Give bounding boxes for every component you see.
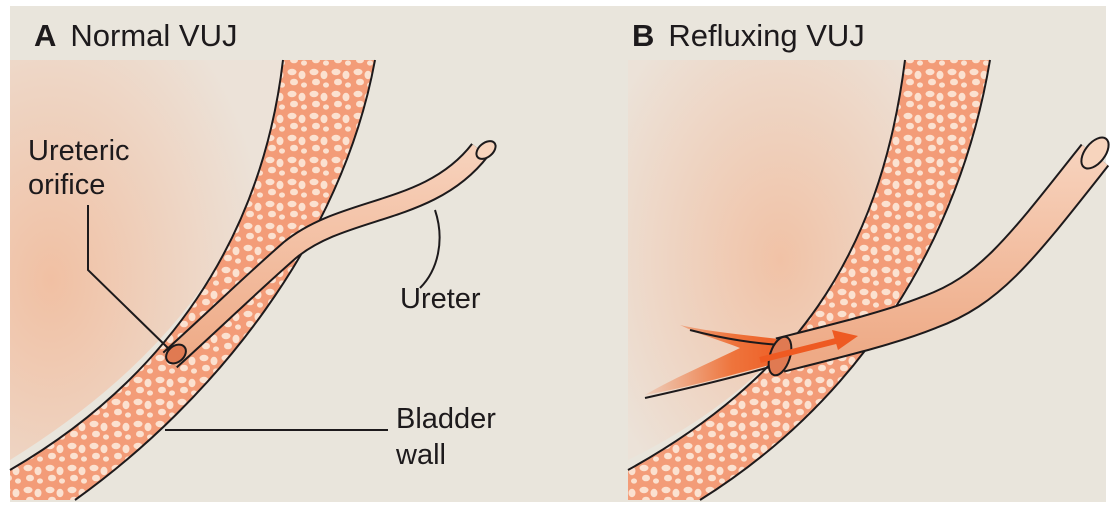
ureteric-orifice-label-line2: orifice (28, 169, 105, 201)
bladder-wall-label-line1: Bladder (396, 403, 496, 435)
ureter-b-cut-end (1080, 136, 1110, 170)
ureteric-orifice-leader (87, 205, 171, 351)
panel-a-letter: A (34, 18, 56, 53)
wall-inner-edge-b (627, 59, 906, 471)
panel-a-title: A Normal VUJ (34, 18, 237, 53)
bladder-wall (10, 60, 375, 500)
panel-a-title-text: Normal VUJ (70, 18, 237, 53)
reflux-arrow-shaft (759, 337, 841, 363)
bladder-interior-b (628, 60, 905, 460)
ureter-label: Ureter (400, 283, 481, 315)
bladder-interior (10, 60, 283, 460)
reflux-plume-lower-edge (644, 363, 781, 399)
ureter (163, 144, 488, 367)
ureteric-orifice-label-line1: Ureteric (28, 135, 130, 167)
ureteric-orifice (165, 343, 187, 365)
wall-inner-edge (9, 59, 284, 471)
panel-b-title-text: Refluxing VUJ (668, 18, 864, 53)
panel-b-title: B Refluxing VUJ (632, 18, 865, 53)
reflux-arrow-head (832, 330, 858, 350)
panel-a: A Normal VUJ Ureteric orifice Ureter Blad… (9, 18, 497, 501)
bladder-wall-b (628, 60, 990, 500)
ureter-leader (419, 209, 441, 289)
panel-b: B Refluxing VUJ (627, 18, 1110, 501)
ureter-cut-end (475, 140, 497, 160)
wall-outer-edge (74, 59, 376, 501)
bladder-wall-label-line2: wall (395, 439, 446, 471)
panel-b-letter: B (632, 18, 654, 53)
